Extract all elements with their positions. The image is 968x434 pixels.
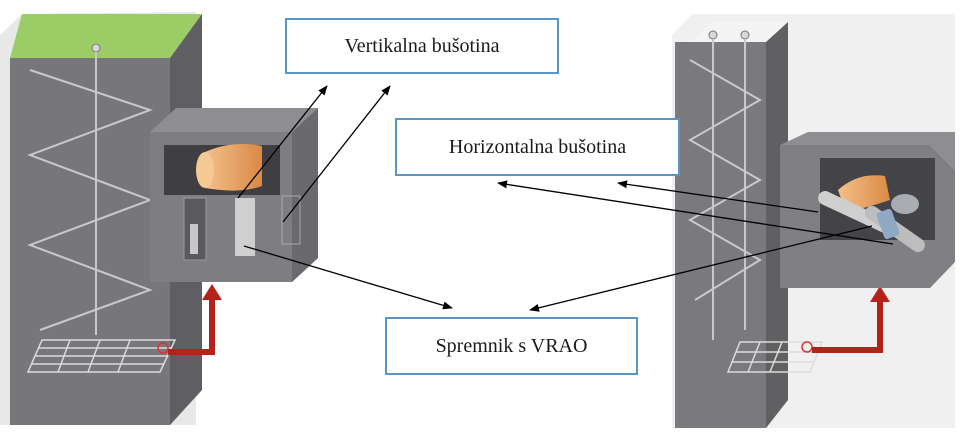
tunnel-grid-right [726,341,824,373]
label-vertical-borehole-text: Vertikalna bušotina [344,34,500,57]
label-container-text: Spremnik s VRAO [435,334,588,357]
waste-package-end [196,152,214,188]
borehole-canister-1 [190,224,198,254]
canister-end-right [891,194,919,214]
emplacement-machine [876,208,900,240]
left-rock-front [10,58,170,425]
cutaway-top-right [780,132,955,170]
right-red-arrow [812,300,883,353]
label-horizontal-borehole-text: Horizontalna bušotina [448,135,627,158]
label-container: Spremnik s VRAO [385,317,638,375]
vertical-borehole-2 [235,198,255,256]
location-marker-icon [157,342,169,354]
shaft-head-icon [91,43,101,53]
arrow-container-right [529,225,873,312]
arrow-horiz-2 [497,180,894,245]
arrow-vert-2 [282,85,391,223]
label-horizontal-borehole: Horizontalna bušotina [395,118,680,176]
left-red-arrowhead [202,284,222,300]
cutaway-top [150,108,318,132]
shaft-head-icon-2 [740,30,750,40]
right-rock-front [675,42,766,428]
arrow-vert-1 [237,85,328,199]
access-ramp-right [687,59,763,301]
pointer-arrows [237,85,894,312]
arrow-horiz-1 [617,180,819,213]
tunnel-grid [26,339,177,373]
right-rock-side [766,22,788,428]
shaft-head-icon-1 [708,30,718,40]
left-illustration [0,12,318,425]
label-vertical-borehole: Vertikalna bušotina [285,18,559,74]
vertical-borehole-3 [281,195,301,245]
arrow-container-left [243,245,453,310]
left-surface [10,14,202,58]
left-red-arrow [168,298,215,355]
right-illustration [672,14,955,428]
horizontal-borehole-1 [818,191,892,233]
waste-package [205,144,262,191]
right-red-arrowhead [870,286,890,302]
